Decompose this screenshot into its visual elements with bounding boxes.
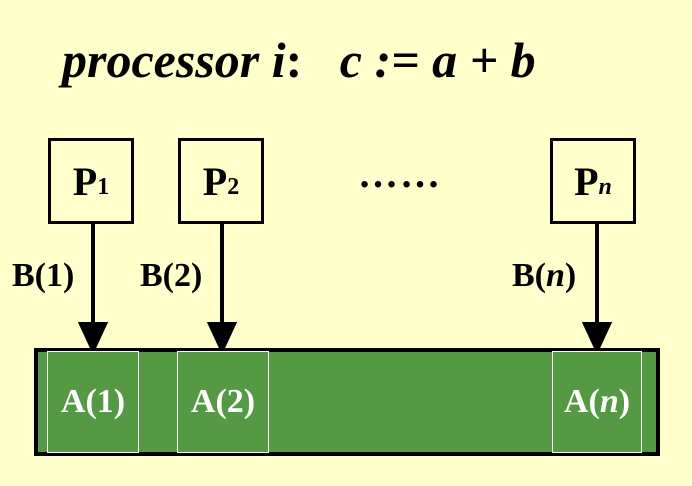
- memory-cell-2: A(2): [177, 351, 269, 453]
- ellipsis: ……: [358, 151, 442, 196]
- arrow-head-n: [581, 322, 613, 355]
- memory-cell-1: A(1): [47, 351, 139, 453]
- b-label-2: B(2): [140, 257, 203, 294]
- processor-subscript: n: [598, 173, 612, 200]
- processor-label: P: [574, 158, 599, 204]
- memory-cell-n: A(n): [552, 351, 642, 453]
- arrow-head-1: [77, 322, 109, 355]
- title-statement: c := a + b: [339, 32, 536, 88]
- title-separator: :: [285, 32, 303, 88]
- title-index-var: i: [271, 32, 286, 88]
- title-prefix: processor: [62, 32, 272, 88]
- processor-label: P: [72, 158, 98, 204]
- b-label-n: B(n): [512, 257, 577, 294]
- processor-subscript: 2: [227, 173, 240, 200]
- processor-label: P: [202, 158, 228, 204]
- diagram-title: processor i: c := a + b: [62, 30, 536, 90]
- processor-subscript: 1: [97, 173, 110, 200]
- arrow-head-2: [206, 322, 238, 355]
- b-label-1: B(1): [12, 257, 75, 294]
